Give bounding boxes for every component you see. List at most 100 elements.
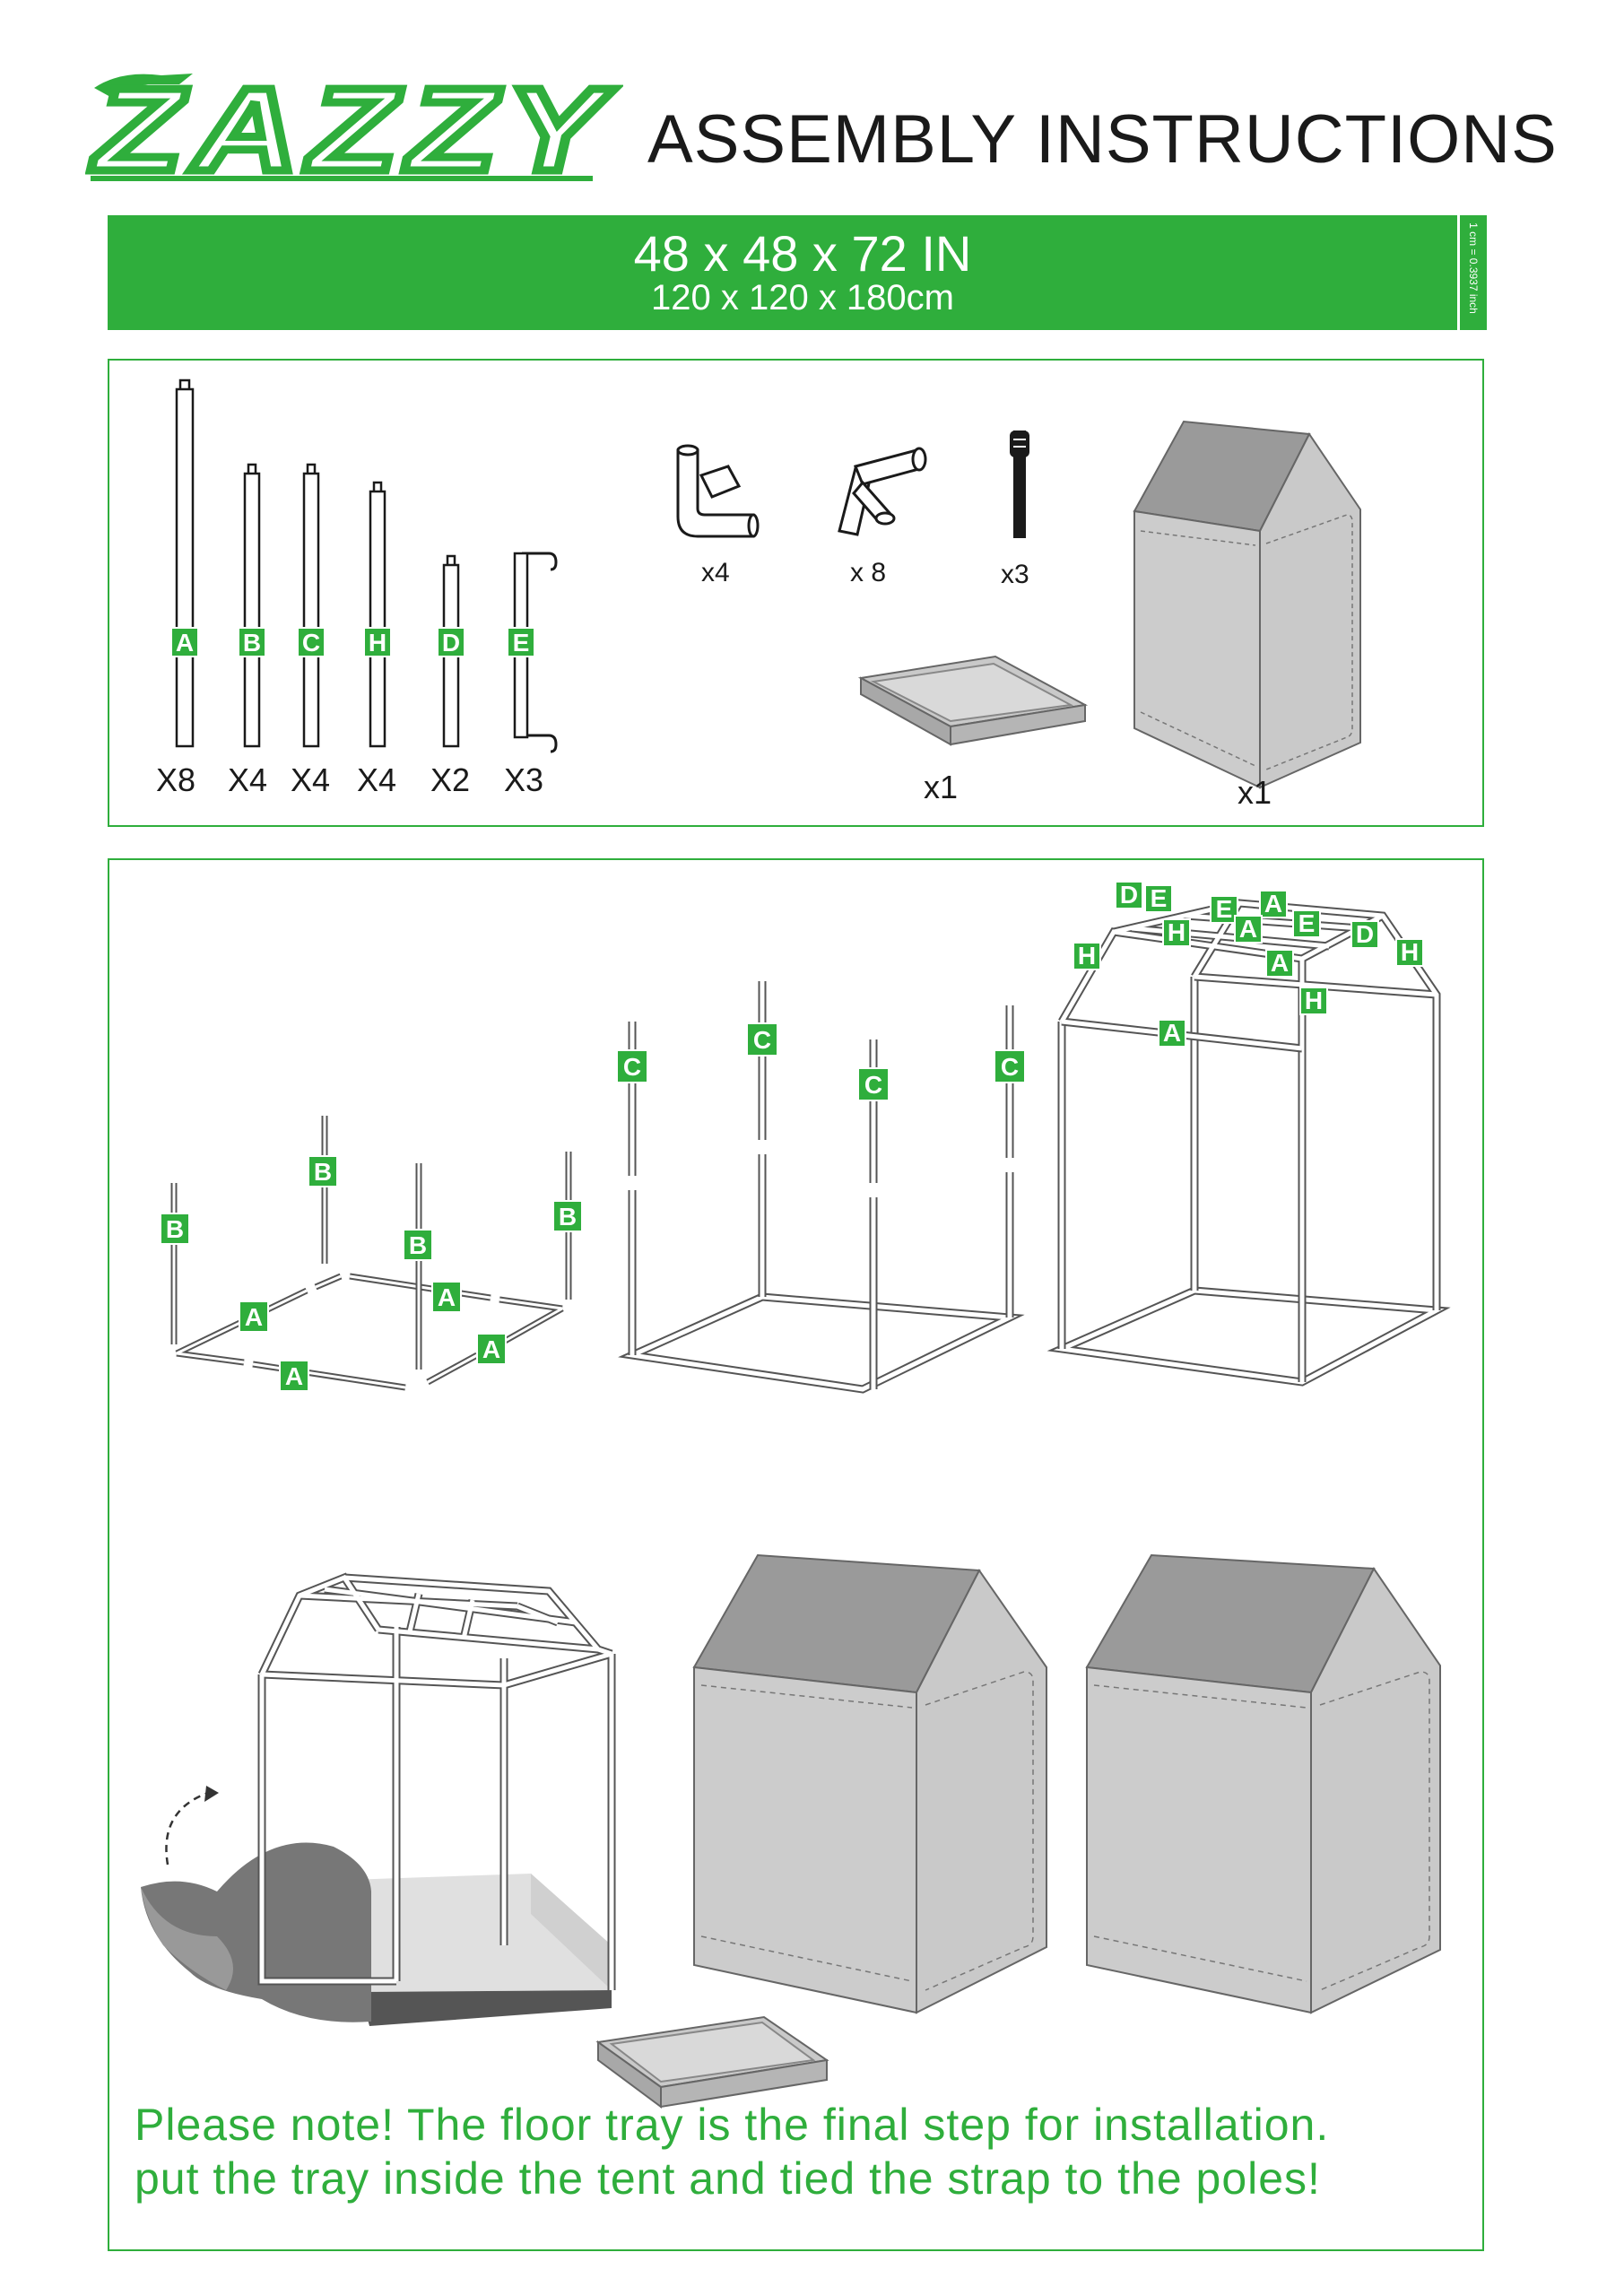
step3-tag-d-2: D	[1350, 920, 1379, 949]
svg-text:B: B	[559, 1203, 577, 1231]
svg-text:D: D	[1356, 920, 1374, 948]
pole-c-qty: X4	[291, 761, 330, 798]
step6-finished-tent	[1085, 1553, 1441, 2014]
svg-text:H: H	[1078, 942, 1096, 970]
step2-tag-c-4: C	[994, 1049, 1026, 1083]
svg-text:A: A	[176, 629, 194, 657]
step3-tag-a-2: A	[1234, 915, 1263, 944]
step2-frame-with-uprights	[618, 981, 1025, 1394]
svg-text:B: B	[243, 629, 261, 657]
grow-tent-qty: x1	[1238, 774, 1272, 811]
brand-logo-text: ZAZZY	[90, 70, 614, 191]
step3-tag-a-3: A	[1265, 949, 1294, 978]
pole-c-tag: C	[297, 627, 326, 657]
svg-text:B: B	[314, 1158, 332, 1186]
step3-tag-h-2: H	[1073, 942, 1101, 970]
svg-text:H: H	[1168, 918, 1185, 946]
step1-tag-a-4: A	[476, 1333, 507, 1365]
svg-text:E: E	[1216, 895, 1233, 923]
step1-tag-b-2: B	[308, 1155, 338, 1187]
svg-text:A: A	[438, 1283, 456, 1311]
step3-tag-e-3: E	[1292, 909, 1321, 938]
assembly-steps-illustration: B B B B A A A A C C C C	[141, 881, 1451, 2109]
size-banner: 48 x 48 x 72 IN 120 x 120 x 180cm	[108, 215, 1457, 330]
svg-text:A: A	[1264, 890, 1282, 918]
svg-text:E: E	[513, 629, 530, 657]
strap-qty: x3	[1001, 560, 1029, 589]
svg-text:C: C	[302, 629, 320, 657]
svg-text:A: A	[482, 1335, 500, 1363]
pole-a-tag: A	[170, 627, 199, 657]
pole-a	[175, 378, 195, 748]
step2-tag-c-3: C	[857, 1067, 890, 1101]
installation-note-line-2: put the tray inside the tent and tied th…	[135, 2153, 1321, 2204]
svg-text:A: A	[245, 1303, 263, 1331]
svg-text:A: A	[285, 1362, 303, 1390]
step3-tag-d-1: D	[1115, 881, 1143, 909]
pole-b-qty: X4	[228, 761, 267, 798]
page-title: ASSEMBLY INSTRUCTIONS	[647, 101, 1558, 178]
pole-b-tag: B	[238, 627, 266, 657]
size-inches: 48 x 48 x 72 IN	[633, 225, 972, 282]
svg-text:H: H	[369, 629, 386, 657]
step3-tag-h-1: H	[1162, 918, 1191, 947]
svg-text:A: A	[1271, 949, 1289, 977]
roof-connector-qty: x 8	[850, 558, 886, 587]
svg-text:D: D	[442, 629, 460, 657]
step4-cover-fitting	[141, 1572, 616, 2026]
step1-base-frame	[170, 1116, 572, 1391]
parts-list-panel: A B C H D E X8 X4 X4 X4 X2 X3 x4 x 8	[108, 359, 1484, 827]
step1-tag-b-1: B	[160, 1213, 190, 1245]
svg-text:C: C	[864, 1071, 882, 1099]
svg-text:C: C	[753, 1026, 771, 1054]
step1-tag-b-3: B	[403, 1229, 433, 1261]
svg-text:D: D	[1120, 881, 1138, 909]
step5-tent-with-tray	[595, 1553, 1047, 2109]
unit-conversion-tab: 1 cm = 0.3937 inch	[1460, 215, 1487, 330]
step3-full-frame	[1046, 899, 1451, 1387]
svg-text:C: C	[1001, 1053, 1019, 1081]
step1-tag-a-2: A	[431, 1281, 462, 1313]
installation-note-line-1: Please note! The floor tray is the final…	[135, 2100, 1330, 2150]
corner-connector-icon	[676, 444, 760, 538]
parts-illustration: A B C H D E X8 X4 X4 X4 X2 X3 x4 x 8	[156, 378, 1361, 811]
pole-c	[302, 463, 320, 748]
step2-tag-c-1: C	[616, 1049, 648, 1083]
svg-text:A: A	[1163, 1019, 1181, 1047]
size-centimeters: 120 x 120 x 180cm	[651, 278, 954, 317]
grow-tent-icon	[1133, 420, 1361, 789]
step3-tag-e-1: E	[1144, 884, 1173, 913]
step3-tag-h-4: H	[1299, 987, 1328, 1015]
svg-text:B: B	[166, 1215, 184, 1243]
strap-icon	[1010, 430, 1029, 538]
svg-text:B: B	[409, 1231, 427, 1259]
step1-tag-a-3: A	[279, 1360, 309, 1392]
brand-logo: ZAZZY	[85, 70, 623, 191]
step1-tag-b-4: B	[552, 1200, 583, 1232]
step3-tag-a-1: A	[1259, 890, 1288, 918]
svg-text:H: H	[1305, 987, 1323, 1014]
step2-tag-c-2: C	[746, 1022, 778, 1057]
floor-tray-icon	[857, 655, 1089, 746]
step1-tag-a-1: A	[239, 1300, 269, 1333]
roof-connector-icon	[838, 447, 927, 536]
pole-e-qty: X3	[504, 761, 543, 798]
svg-text:A: A	[1239, 915, 1257, 943]
svg-text:H: H	[1401, 938, 1419, 966]
step3-tag-e-2: E	[1210, 895, 1238, 924]
pole-h	[369, 481, 386, 748]
assembly-steps-panel: B B B B A A A A C C C C	[108, 858, 1484, 2251]
pole-a-qty: X8	[156, 761, 195, 798]
svg-text:E: E	[1298, 909, 1316, 937]
pole-e-tag: E	[507, 627, 535, 657]
step3-tag-h-3: H	[1395, 938, 1424, 967]
svg-text:E: E	[1151, 884, 1168, 912]
pole-b	[243, 463, 261, 748]
floor-tray-qty: x1	[924, 769, 958, 805]
pole-d-tag: D	[437, 627, 465, 657]
pole-h-tag: H	[363, 627, 392, 657]
corner-connector-qty: x4	[701, 558, 730, 587]
svg-text:C: C	[623, 1053, 641, 1081]
unit-conversion-text: 1 cm = 0.3937 inch	[1467, 222, 1480, 314]
pole-h-qty: X4	[357, 761, 396, 798]
